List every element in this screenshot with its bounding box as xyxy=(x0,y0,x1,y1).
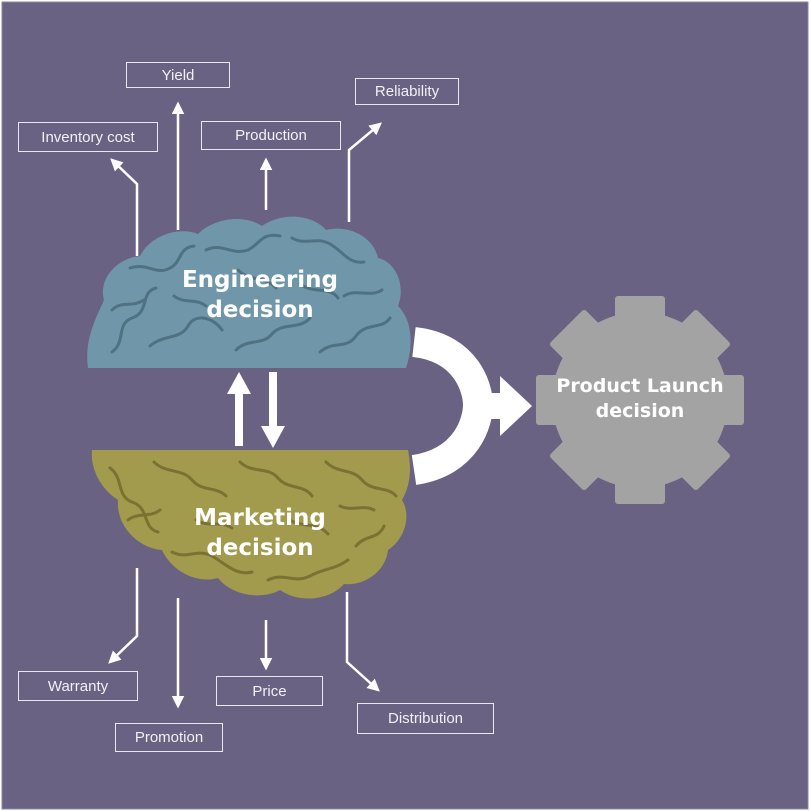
marketing-title-line1: Marketing xyxy=(194,505,326,531)
engineering-title: Engineering decision xyxy=(160,266,360,326)
arrow-inventory-cost xyxy=(110,158,139,256)
exchange-arrows xyxy=(227,372,285,448)
engineering-title-line2: decision xyxy=(206,296,314,323)
launch-title: Product Launch decision xyxy=(545,374,735,423)
label-yield: Yield xyxy=(126,62,230,88)
marketing-brain-icon xyxy=(91,450,410,599)
launch-title-line1: Product Launch xyxy=(556,375,724,397)
arrow-reliability xyxy=(347,122,382,222)
marketing-output-arrows xyxy=(108,568,380,709)
arrow-distribution xyxy=(345,592,380,692)
gear-icon xyxy=(536,296,744,504)
arrow-warranty xyxy=(108,568,139,664)
launch-title-line2: decision xyxy=(595,399,685,422)
combine-arrow xyxy=(410,327,532,485)
label-warranty: Warranty xyxy=(18,671,138,701)
label-production: Production xyxy=(201,121,341,150)
label-price: Price xyxy=(216,676,323,706)
label-promotion: Promotion xyxy=(115,723,223,752)
engineering-brain-icon xyxy=(87,216,411,368)
label-reliability: Reliability xyxy=(355,78,459,105)
engineering-output-arrows xyxy=(110,101,382,256)
engineering-title-line1: Engineering xyxy=(181,267,339,293)
marketing-title: Marketing decision xyxy=(160,504,360,564)
label-inventory-cost: Inventory cost xyxy=(18,122,158,152)
marketing-title-line2: decision xyxy=(206,534,314,561)
label-distribution: Distribution xyxy=(357,703,494,734)
